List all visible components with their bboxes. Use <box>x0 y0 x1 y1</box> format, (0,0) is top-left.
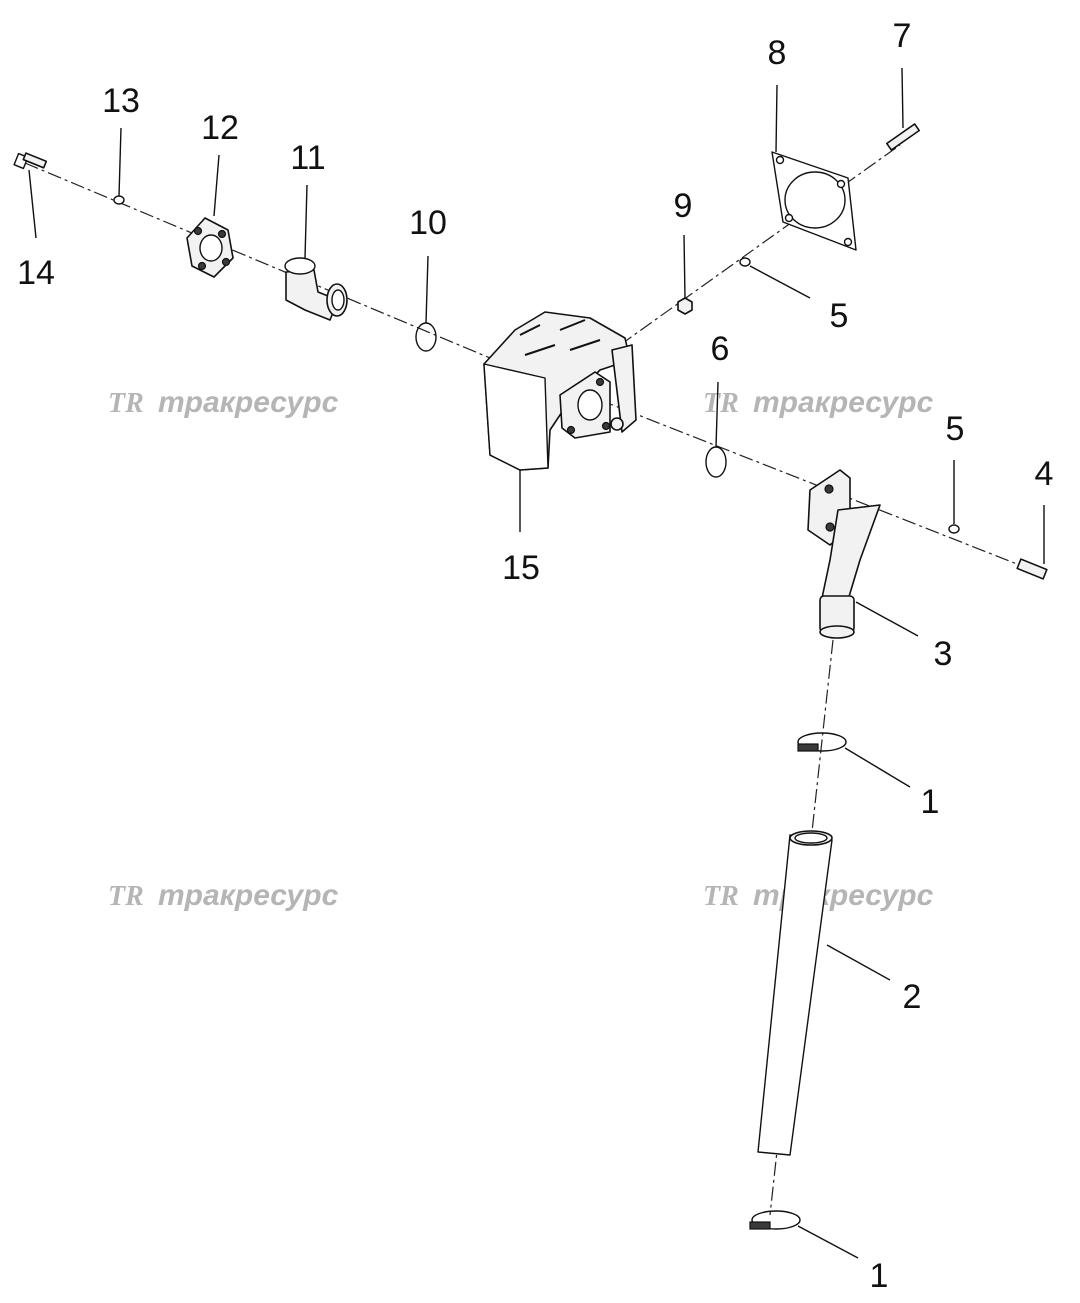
part-1-clamp-upper <box>797 732 847 752</box>
callout-8: 8 <box>768 34 787 72</box>
callout-7: 7 <box>893 17 912 55</box>
leader-5-upper <box>749 265 811 299</box>
leader-13 <box>118 127 122 197</box>
callout-1-upper: 1 <box>921 783 940 821</box>
axis-gasket <box>619 144 901 346</box>
leader-3 <box>855 601 919 637</box>
part-4-bolt <box>1016 558 1048 580</box>
part-2-pipe <box>757 830 833 1156</box>
callout-9: 9 <box>674 187 693 225</box>
part-15-pump <box>483 311 637 471</box>
callout-11: 11 <box>290 139 325 177</box>
watermark-logo: TR <box>108 388 144 419</box>
part-5-washer-upper <box>739 257 751 267</box>
part-8-gasket <box>771 151 857 251</box>
part-10-o-ring <box>415 322 437 352</box>
axis-left <box>24 162 491 359</box>
callout-14: 14 <box>17 254 55 292</box>
watermark-text: тракресурс <box>158 386 339 419</box>
callout-10: 10 <box>409 204 447 242</box>
part-14-bolt <box>13 152 48 170</box>
watermark-text: тракресурс <box>753 386 934 419</box>
watermark-bottom-left: TR тракресурс <box>108 879 339 912</box>
leader-9 <box>683 234 686 299</box>
part-3-outlet-elbow <box>807 469 881 639</box>
watermark-text: тракресурс <box>158 879 339 912</box>
leader-8 <box>775 84 778 153</box>
leader-2 <box>826 944 891 981</box>
callout-5-upper: 5 <box>830 297 849 335</box>
part-6-o-ring <box>705 446 727 478</box>
callout-3: 3 <box>934 635 953 673</box>
watermark-logo: TR <box>703 881 739 912</box>
axis-right <box>599 399 1046 576</box>
leader-14 <box>28 169 37 239</box>
watermark-top-left: TR тракресурс <box>108 386 339 419</box>
leader-10 <box>425 255 429 324</box>
callout-5-lower: 5 <box>946 410 965 448</box>
leader-lines <box>28 67 1045 1259</box>
callout-numbers: 14 13 12 11 10 9 8 7 5 6 5 4 15 3 1 2 1 <box>17 17 1053 1295</box>
part-7-stud <box>885 123 921 151</box>
part-11-elbow <box>284 257 348 321</box>
leader-1-lower <box>797 1225 859 1259</box>
watermark-logo: TR <box>703 388 739 419</box>
leader-11 <box>304 184 308 259</box>
callout-4: 4 <box>1035 455 1054 493</box>
part-1-clamp-lower <box>749 1210 801 1230</box>
leader-7 <box>901 67 904 129</box>
watermark-logo: TR <box>108 881 144 912</box>
watermark-top-right: TR тракресурс <box>703 386 934 419</box>
leader-12 <box>213 154 220 217</box>
part-12-flange <box>186 217 234 278</box>
part-9-nut <box>677 297 693 315</box>
part-5-washer-lower <box>948 524 960 534</box>
callout-15: 15 <box>502 549 540 587</box>
callout-2: 2 <box>903 978 922 1016</box>
callout-12: 12 <box>201 109 239 147</box>
part-13-washer <box>113 195 125 205</box>
leader-6 <box>715 381 719 448</box>
callout-6: 6 <box>711 330 730 368</box>
callout-13: 13 <box>102 82 140 120</box>
assembly-axes <box>24 144 1046 1216</box>
callout-1-lower: 1 <box>870 1257 889 1295</box>
leader-1-upper <box>844 747 911 788</box>
watermark-text: тракресурс <box>753 879 934 912</box>
